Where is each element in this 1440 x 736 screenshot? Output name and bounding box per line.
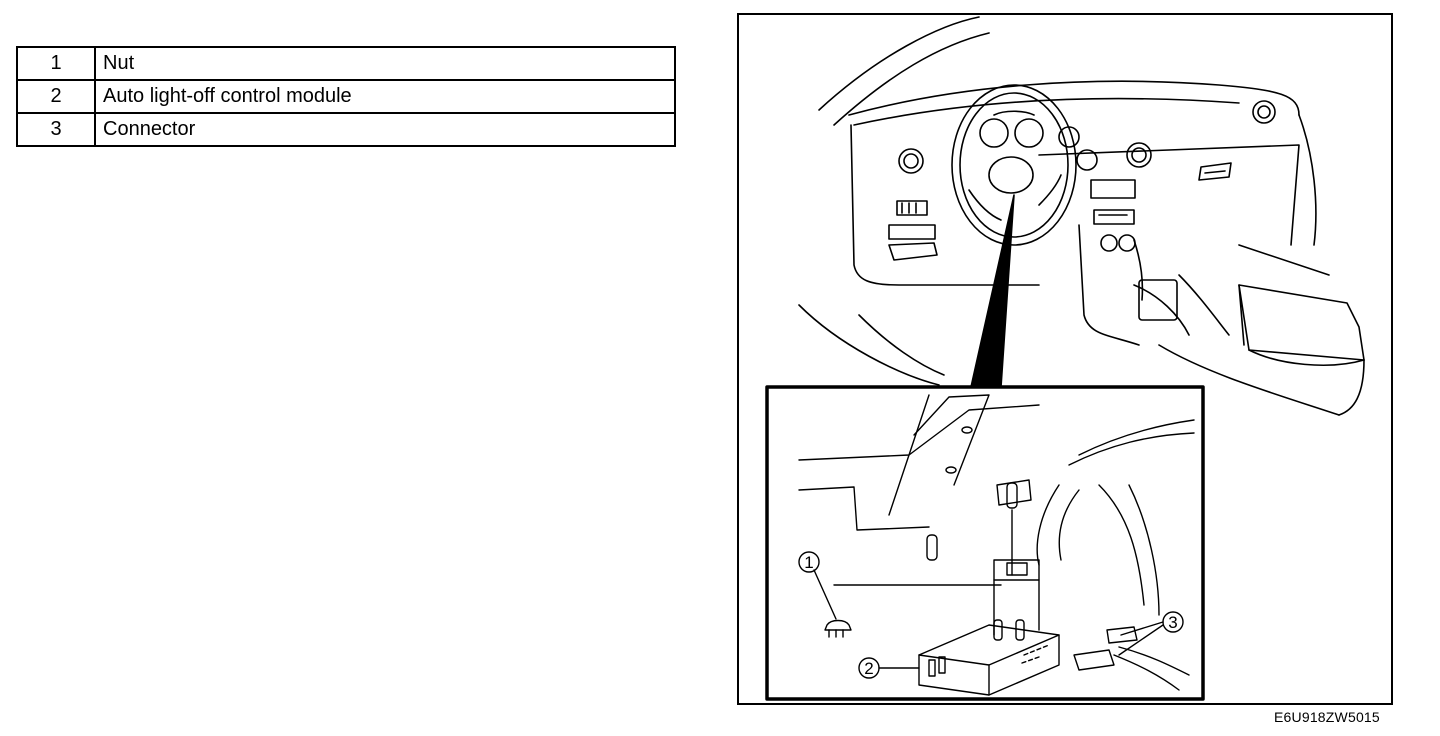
callout-3: 3 [1168, 613, 1177, 632]
table-row: 2 Auto light-off control module [16, 79, 676, 114]
part-number: 3 [16, 112, 96, 147]
callout-2: 2 [864, 659, 873, 678]
part-name: Auto light-off control module [94, 79, 676, 114]
part-name: Nut [94, 46, 676, 81]
figure-code: E6U918ZW5015 [1274, 709, 1380, 725]
parts-legend-table: 1 Nut 2 Auto light-off control module 3 … [16, 46, 676, 147]
dashboard-drawing: 1 2 3 [765, 16, 1365, 701]
table-row: 3 Connector [16, 112, 676, 147]
callout-1: 1 [804, 553, 813, 572]
part-number: 2 [16, 79, 96, 114]
table-row: 1 Nut [16, 46, 676, 81]
part-name: Connector [94, 112, 676, 147]
part-number: 1 [16, 46, 96, 81]
installation-illustration: 1 2 3 [737, 13, 1393, 705]
